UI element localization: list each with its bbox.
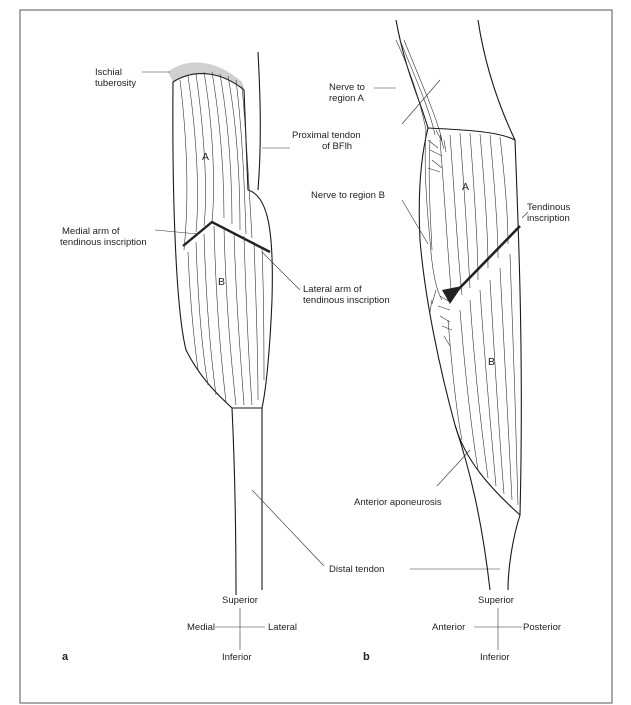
svg-text:Inferior: Inferior	[480, 652, 510, 663]
region-a-label-b: A	[462, 181, 469, 193]
muscle-belly-b	[419, 128, 521, 515]
proximal-tendon-a	[258, 52, 260, 190]
svg-text:Lateral: Lateral	[268, 622, 297, 633]
svg-text:Anterior: Anterior	[432, 622, 465, 633]
panel-b-label: b	[363, 651, 370, 663]
nerve-to-region-b-label: Nerve to region B	[311, 190, 385, 201]
svg-text:Inferior: Inferior	[222, 652, 252, 663]
distal-tendon-a	[232, 408, 236, 595]
tendinous-inscription-b-wedge	[442, 286, 462, 304]
nerve-branches	[396, 40, 452, 346]
distal-tendon-b-edge	[508, 515, 520, 590]
distal-tendon-label: Distal tendon	[329, 564, 384, 575]
figure-frame	[20, 10, 612, 703]
proximal-tendon-b-edge	[478, 20, 515, 140]
region-b-label-b: B	[488, 356, 495, 368]
svg-text:Posterior: Posterior	[523, 622, 561, 633]
anterior-aponeurosis	[455, 425, 490, 590]
anterior-aponeurosis-label: Anterior aponeurosis	[354, 497, 442, 508]
svg-text:Superior: Superior	[222, 595, 258, 606]
region-a-label-a: A	[202, 151, 209, 163]
proximal-tendon-b	[396, 20, 428, 128]
svg-text:Superior: Superior	[478, 595, 514, 606]
fibers-b-panel	[440, 133, 518, 505]
region-b-label-a: B	[218, 276, 225, 288]
panel-a-label: a	[62, 651, 69, 663]
fibers-b	[188, 226, 264, 405]
svg-text:Medial: Medial	[187, 622, 215, 633]
orientation-compass-a: Superior Medial Lateral Inferior	[187, 595, 297, 663]
orientation-compass-b: Superior Anterior Posterior Inferior	[432, 595, 561, 663]
